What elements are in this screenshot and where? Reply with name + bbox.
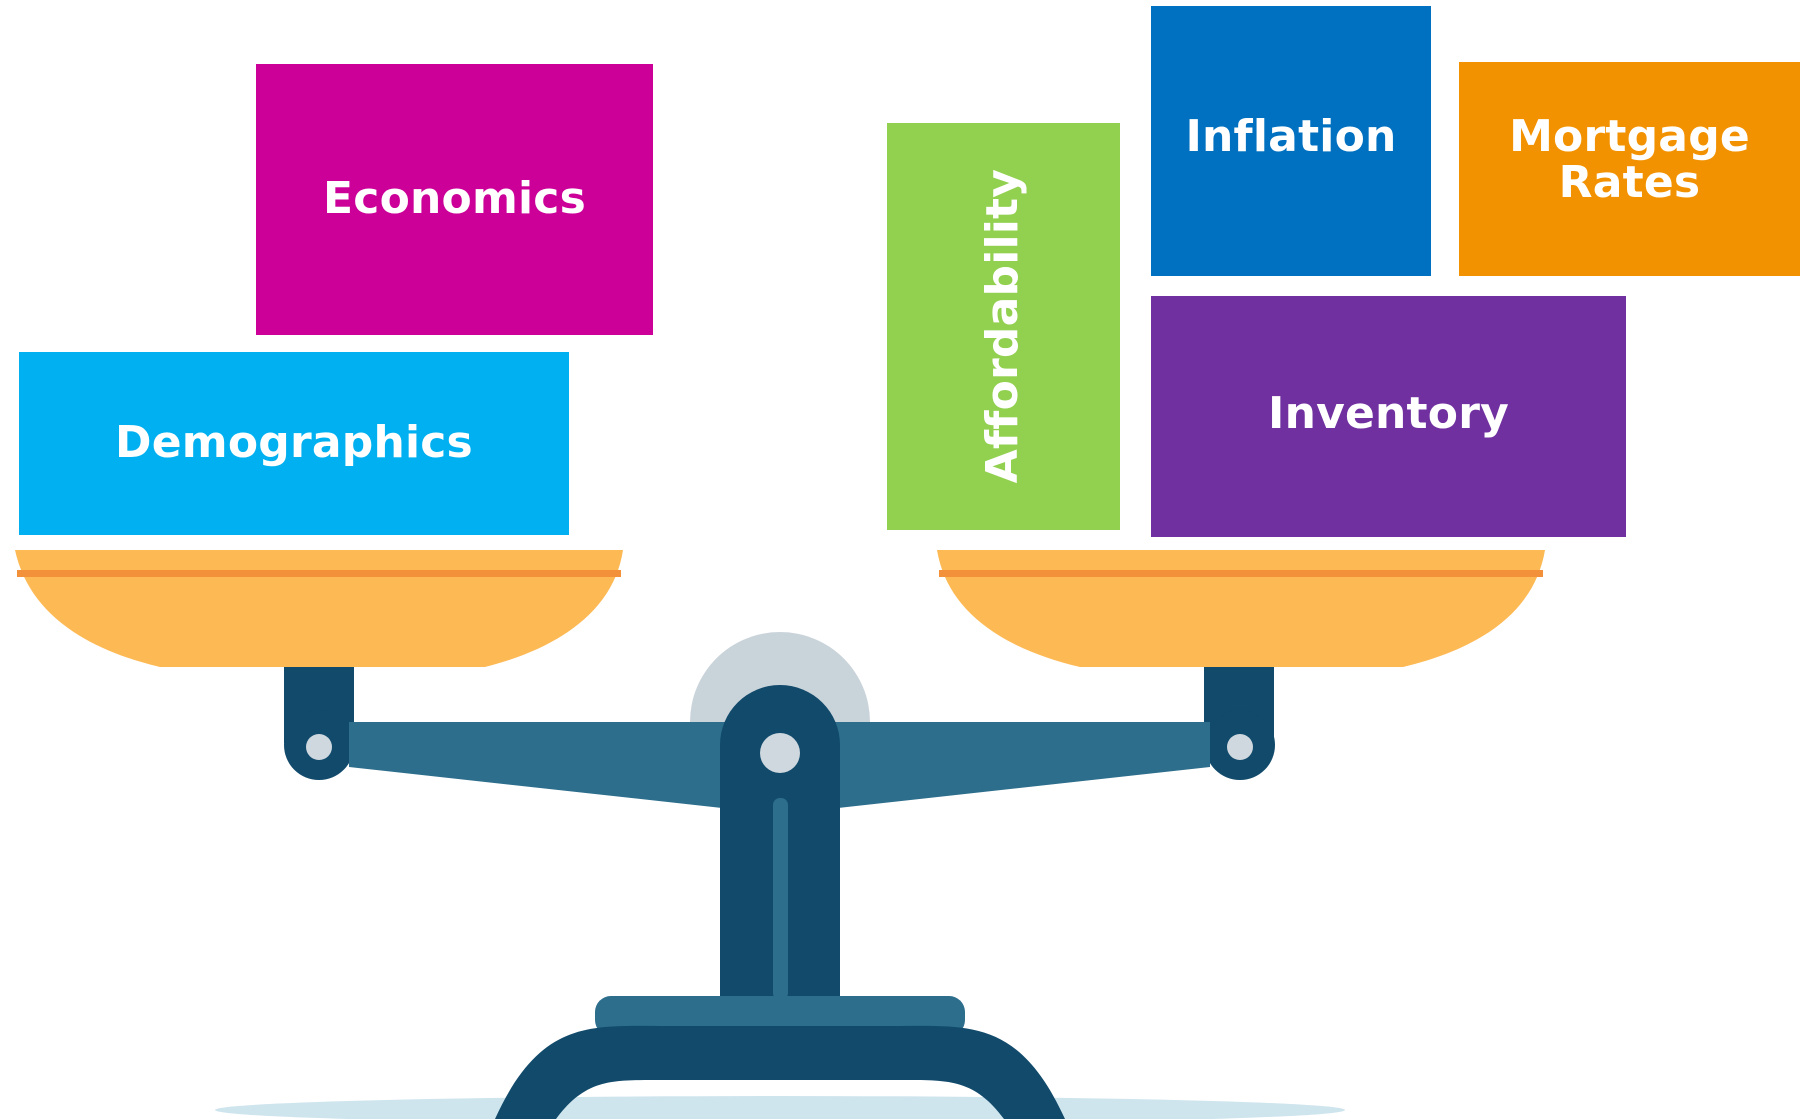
inflation-label: Inflation	[1185, 111, 1397, 162]
base-arch	[495, 1025, 1065, 1119]
economics-block: Economics	[256, 64, 653, 335]
left-pan	[15, 550, 623, 667]
mortgage-rates-label-line1: Mortgage	[1509, 111, 1750, 162]
right-hanger	[1204, 663, 1275, 780]
ground-shadow	[215, 1096, 1345, 1119]
mortgage-rates-block: Mortgage Rates	[1459, 62, 1800, 276]
right-pivot-pin	[1227, 734, 1253, 760]
inflation-block: Inflation	[1151, 6, 1431, 276]
right-pan-stripe	[939, 570, 1543, 577]
right-pan	[937, 550, 1545, 667]
inventory-block: Inventory	[1151, 296, 1626, 537]
left-pan-stripe	[17, 570, 621, 577]
mortgage-rates-label-line2: Rates	[1558, 157, 1701, 209]
hub-pivot-pin	[760, 733, 800, 773]
left-pivot-pin	[306, 734, 332, 760]
inventory-label: Inventory	[1268, 388, 1509, 439]
central-post	[720, 685, 840, 1000]
demographics-label: Demographics	[115, 417, 473, 469]
left-hanger	[284, 663, 354, 780]
affordability-block: Affordability	[887, 123, 1120, 530]
demographics-block: Demographics	[19, 352, 569, 535]
hub-halo	[690, 632, 870, 722]
affordability-label: Affordability	[977, 169, 1029, 484]
economics-label: Economics	[323, 173, 586, 225]
